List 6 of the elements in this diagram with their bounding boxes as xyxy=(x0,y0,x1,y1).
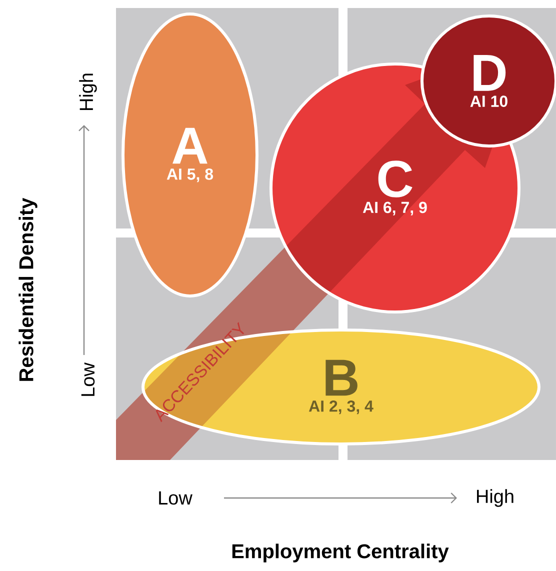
axis-label: Low xyxy=(81,362,95,396)
axis-label: Low xyxy=(159,491,192,505)
axis-label: High xyxy=(477,489,514,507)
axis-title: Employment Centrality xyxy=(232,544,449,562)
axis-title: Residential Density xyxy=(18,198,38,381)
axis-label: High xyxy=(79,74,97,110)
